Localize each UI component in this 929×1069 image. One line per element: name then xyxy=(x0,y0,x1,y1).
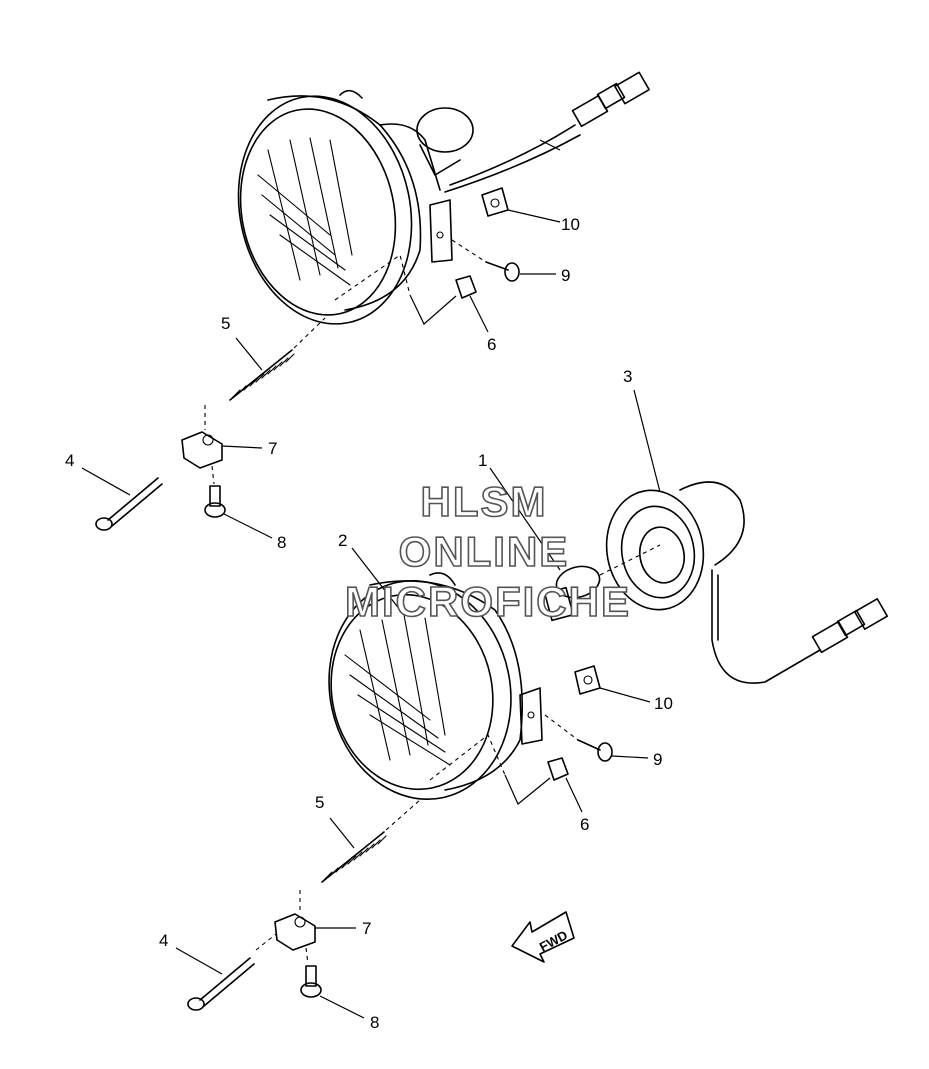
callout-lower-1: 1 xyxy=(478,451,487,470)
callout-lower-10: 10 xyxy=(654,694,673,713)
callout-labels: 10 9 6 5 7 4 8 1 3 2 10 9 6 5 7 4 8 xyxy=(65,215,673,1032)
fwd-label: FWD xyxy=(537,927,570,954)
lower-housing-leader-2 xyxy=(351,547,401,611)
lower-bracket-7 xyxy=(274,890,356,951)
callout-upper-8: 8 xyxy=(277,533,286,552)
upper-spring-5 xyxy=(229,317,326,401)
callout-lower-5: 5 xyxy=(315,793,324,812)
upper-headlight-assembly xyxy=(81,71,650,539)
callout-upper-7: 7 xyxy=(268,439,277,458)
upper-clip-nut-10 xyxy=(481,187,561,223)
callout-upper-9: 9 xyxy=(561,266,570,285)
lower-headlight-assembly xyxy=(175,389,889,1019)
lower-nut-6 xyxy=(504,757,583,813)
upper-headlight-housing xyxy=(237,71,650,325)
lower-socket-3 xyxy=(605,389,889,684)
lower-spring-5 xyxy=(321,799,421,883)
watermark: HLSM ONLINE MICROFICHE xyxy=(344,477,631,626)
watermark-line-2: ONLINE xyxy=(399,528,570,575)
callout-lower-8: 8 xyxy=(370,1013,379,1032)
callout-upper-6: 6 xyxy=(487,335,496,354)
fwd-direction-arrow-icon: FWD xyxy=(511,911,575,963)
callout-lower-9: 9 xyxy=(653,750,662,769)
lower-bolt-4 xyxy=(175,933,277,1011)
callout-upper-5: 5 xyxy=(221,314,230,333)
callout-lower-2: 2 xyxy=(338,531,347,550)
callout-upper-4: 4 xyxy=(65,451,74,470)
callout-lower-4: 4 xyxy=(159,931,168,950)
callout-lower-7: 7 xyxy=(362,919,371,938)
upper-screw-8 xyxy=(204,465,273,539)
upper-nut-6 xyxy=(409,275,489,333)
watermark-line-1: HLSM xyxy=(421,478,548,525)
upper-screw-9 xyxy=(451,239,556,282)
callout-lower-3: 3 xyxy=(623,367,632,386)
watermark-line-3: MICROFICHE xyxy=(345,578,631,625)
upper-bracket-7 xyxy=(181,405,263,469)
upper-bolt-4 xyxy=(81,467,163,531)
lower-clip-nut-10 xyxy=(574,665,651,703)
lower-headlight-housing xyxy=(328,572,579,801)
callout-upper-10: 10 xyxy=(561,215,580,234)
lower-screw-8 xyxy=(300,947,365,1019)
callout-lower-6: 6 xyxy=(580,815,589,834)
lower-screw-9 xyxy=(577,739,649,762)
